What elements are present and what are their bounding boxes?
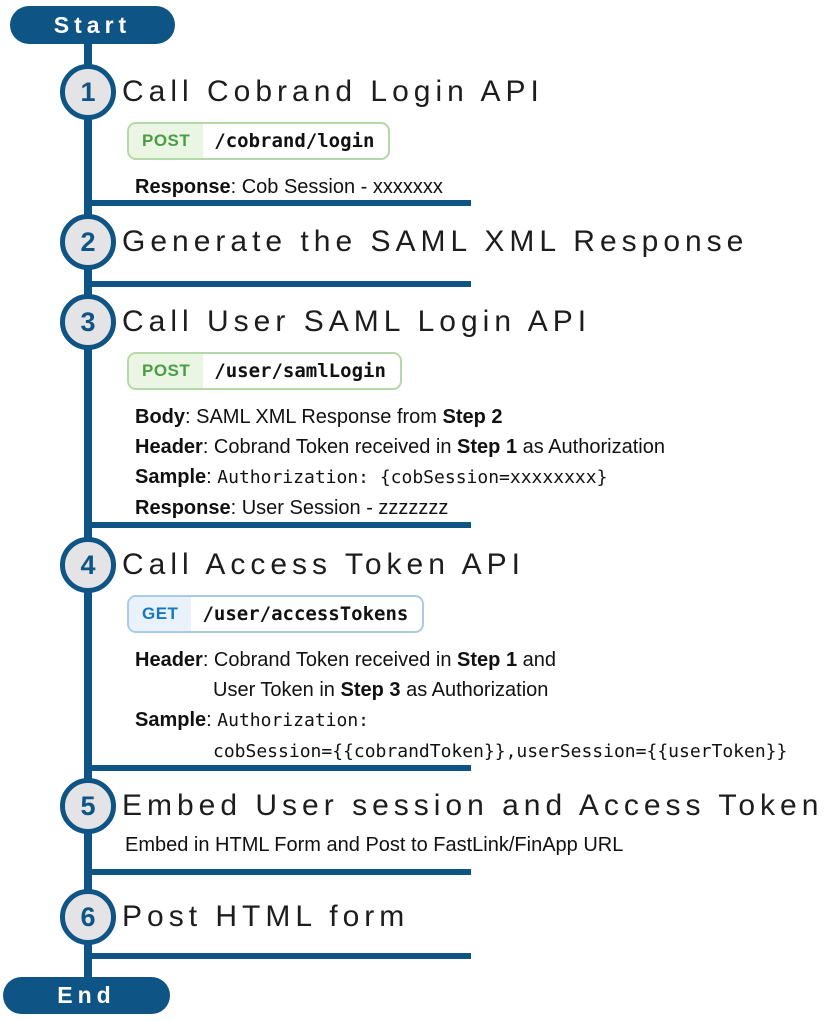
detail-line: Response: User Session - zzzzzzz xyxy=(135,493,833,523)
plain-text: : Cobrand Token received in xyxy=(202,436,458,458)
http-method-label: POST xyxy=(129,124,204,158)
step-title: Embed User session and Access Token xyxy=(122,789,824,822)
detail-line: Response: Cob Session - xxxxxxx xyxy=(135,172,833,202)
step-divider xyxy=(84,765,471,771)
end-node: End xyxy=(3,977,170,1014)
http-method-label: GET xyxy=(129,597,192,631)
step-divider xyxy=(84,522,471,528)
bold-text: Response xyxy=(135,176,231,198)
bold-text: Body xyxy=(135,406,185,428)
flow-vertical-rail xyxy=(84,40,92,982)
code-text: Authorization: {cobSession=xxxxxxxx} xyxy=(217,467,608,488)
step-title: Generate the SAML XML Response xyxy=(122,225,749,258)
detail-line: Header: Cobrand Token received in Step 1… xyxy=(135,432,833,462)
plain-text: as Authorization xyxy=(400,679,549,701)
plain-text: as Authorization xyxy=(517,436,665,458)
http-method-label: POST xyxy=(129,354,204,388)
flow-step: 1 Call Cobrand Login API POST/cobrand/logi… xyxy=(0,64,833,202)
step-content: Generate the SAML XML Response xyxy=(122,222,833,262)
bold-text: Header xyxy=(135,649,203,671)
plain-text: : Cob Session - xxxxxxx xyxy=(230,176,443,198)
step-circle: 1 xyxy=(60,64,116,120)
start-label: Start xyxy=(53,11,132,38)
plain-text: : xyxy=(206,466,218,488)
bold-text: Step 2 xyxy=(442,406,503,428)
step-content: Call Cobrand Login API POST/cobrand/login… xyxy=(122,72,833,202)
api-method-badge: GET/user/accessTokens xyxy=(127,595,425,633)
bold-text: Step 1 xyxy=(457,436,518,458)
end-label: End xyxy=(57,982,116,1008)
step-content: Call User SAML Login API POST/user/samlLo… xyxy=(122,302,833,523)
step-number: 4 xyxy=(80,549,96,580)
detail-line: User Token in Step 3 as Authorization xyxy=(213,675,833,705)
plain-text: and xyxy=(517,649,557,671)
plain-text: : xyxy=(206,709,218,731)
detail-line: Sample: Authorization: xyxy=(135,705,833,736)
step-title: Call Cobrand Login API xyxy=(122,75,544,108)
step-divider xyxy=(84,200,471,206)
bold-text: Header xyxy=(135,436,203,458)
step-content: Post HTML form xyxy=(122,897,833,937)
plain-text: : User Session - zzzzzzz xyxy=(230,497,449,519)
step-title: Call User SAML Login API xyxy=(122,305,592,338)
step-details: Response: Cob Session - xxxxxxx xyxy=(135,172,833,202)
plain-text: User Token in xyxy=(213,679,341,701)
bold-text: Response xyxy=(135,497,231,519)
flow-step: 6 Post HTML form xyxy=(0,889,833,945)
bold-text: Step 3 xyxy=(340,679,401,701)
flow-step: 4 Call Access Token API GET/user/accessTok… xyxy=(0,537,833,767)
flow-step: 3 Call User SAML Login API POST/user/samlL… xyxy=(0,294,833,523)
api-method-badge: POST/user/samlLogin xyxy=(127,352,402,390)
detail-line: Header: Cobrand Token received in Step 1… xyxy=(135,645,833,675)
plain-text: : SAML XML Response from xyxy=(185,406,443,428)
api-method-badge: POST/cobrand/login xyxy=(127,122,391,160)
api-endpoint-path: /user/accessTokens xyxy=(202,603,409,625)
detail-line: Body: SAML XML Response from Step 2 xyxy=(135,402,833,432)
detail-line: cobSession={{cobrandToken}},userSession=… xyxy=(213,736,833,767)
step-circle: 4 xyxy=(60,537,116,593)
step-title: Call Access Token API xyxy=(122,548,525,581)
step-number: 2 xyxy=(80,226,96,257)
code-text: Authorization: xyxy=(217,710,369,731)
step-circle: 6 xyxy=(60,889,116,945)
detail-line: Sample: Authorization: {cobSession=xxxxx… xyxy=(135,462,833,493)
start-node: Start xyxy=(10,6,175,44)
step-details: Header: Cobrand Token received in Step 1… xyxy=(135,645,833,767)
step-divider xyxy=(84,281,471,287)
step-number: 5 xyxy=(80,790,96,821)
plain-text: : Cobrand Token received in xyxy=(202,649,458,671)
step-subtitle: Embed in HTML Form and Post to FastLink/… xyxy=(125,834,624,856)
step-divider xyxy=(84,953,471,959)
bold-text: Sample xyxy=(135,709,207,731)
step-circle: 5 xyxy=(60,778,116,834)
step-divider xyxy=(84,869,471,875)
api-endpoint-path: /user/samlLogin xyxy=(214,360,386,382)
step-circle: 3 xyxy=(60,294,116,350)
step-title: Post HTML form xyxy=(122,900,410,933)
bold-text: Sample xyxy=(135,466,207,488)
api-endpoint-path: /cobrand/login xyxy=(214,130,375,152)
step-number: 6 xyxy=(80,901,96,932)
step-content: Call Access Token API GET/user/accessToke… xyxy=(122,545,833,767)
bold-text: Step 1 xyxy=(457,649,518,671)
step-number: 3 xyxy=(80,306,96,337)
step-number: 1 xyxy=(80,76,96,107)
step-circle: 2 xyxy=(60,214,116,270)
flow-step: 2 Generate the SAML XML Response xyxy=(0,214,833,270)
code-text: cobSession={{cobrandToken}},userSession=… xyxy=(213,741,788,762)
